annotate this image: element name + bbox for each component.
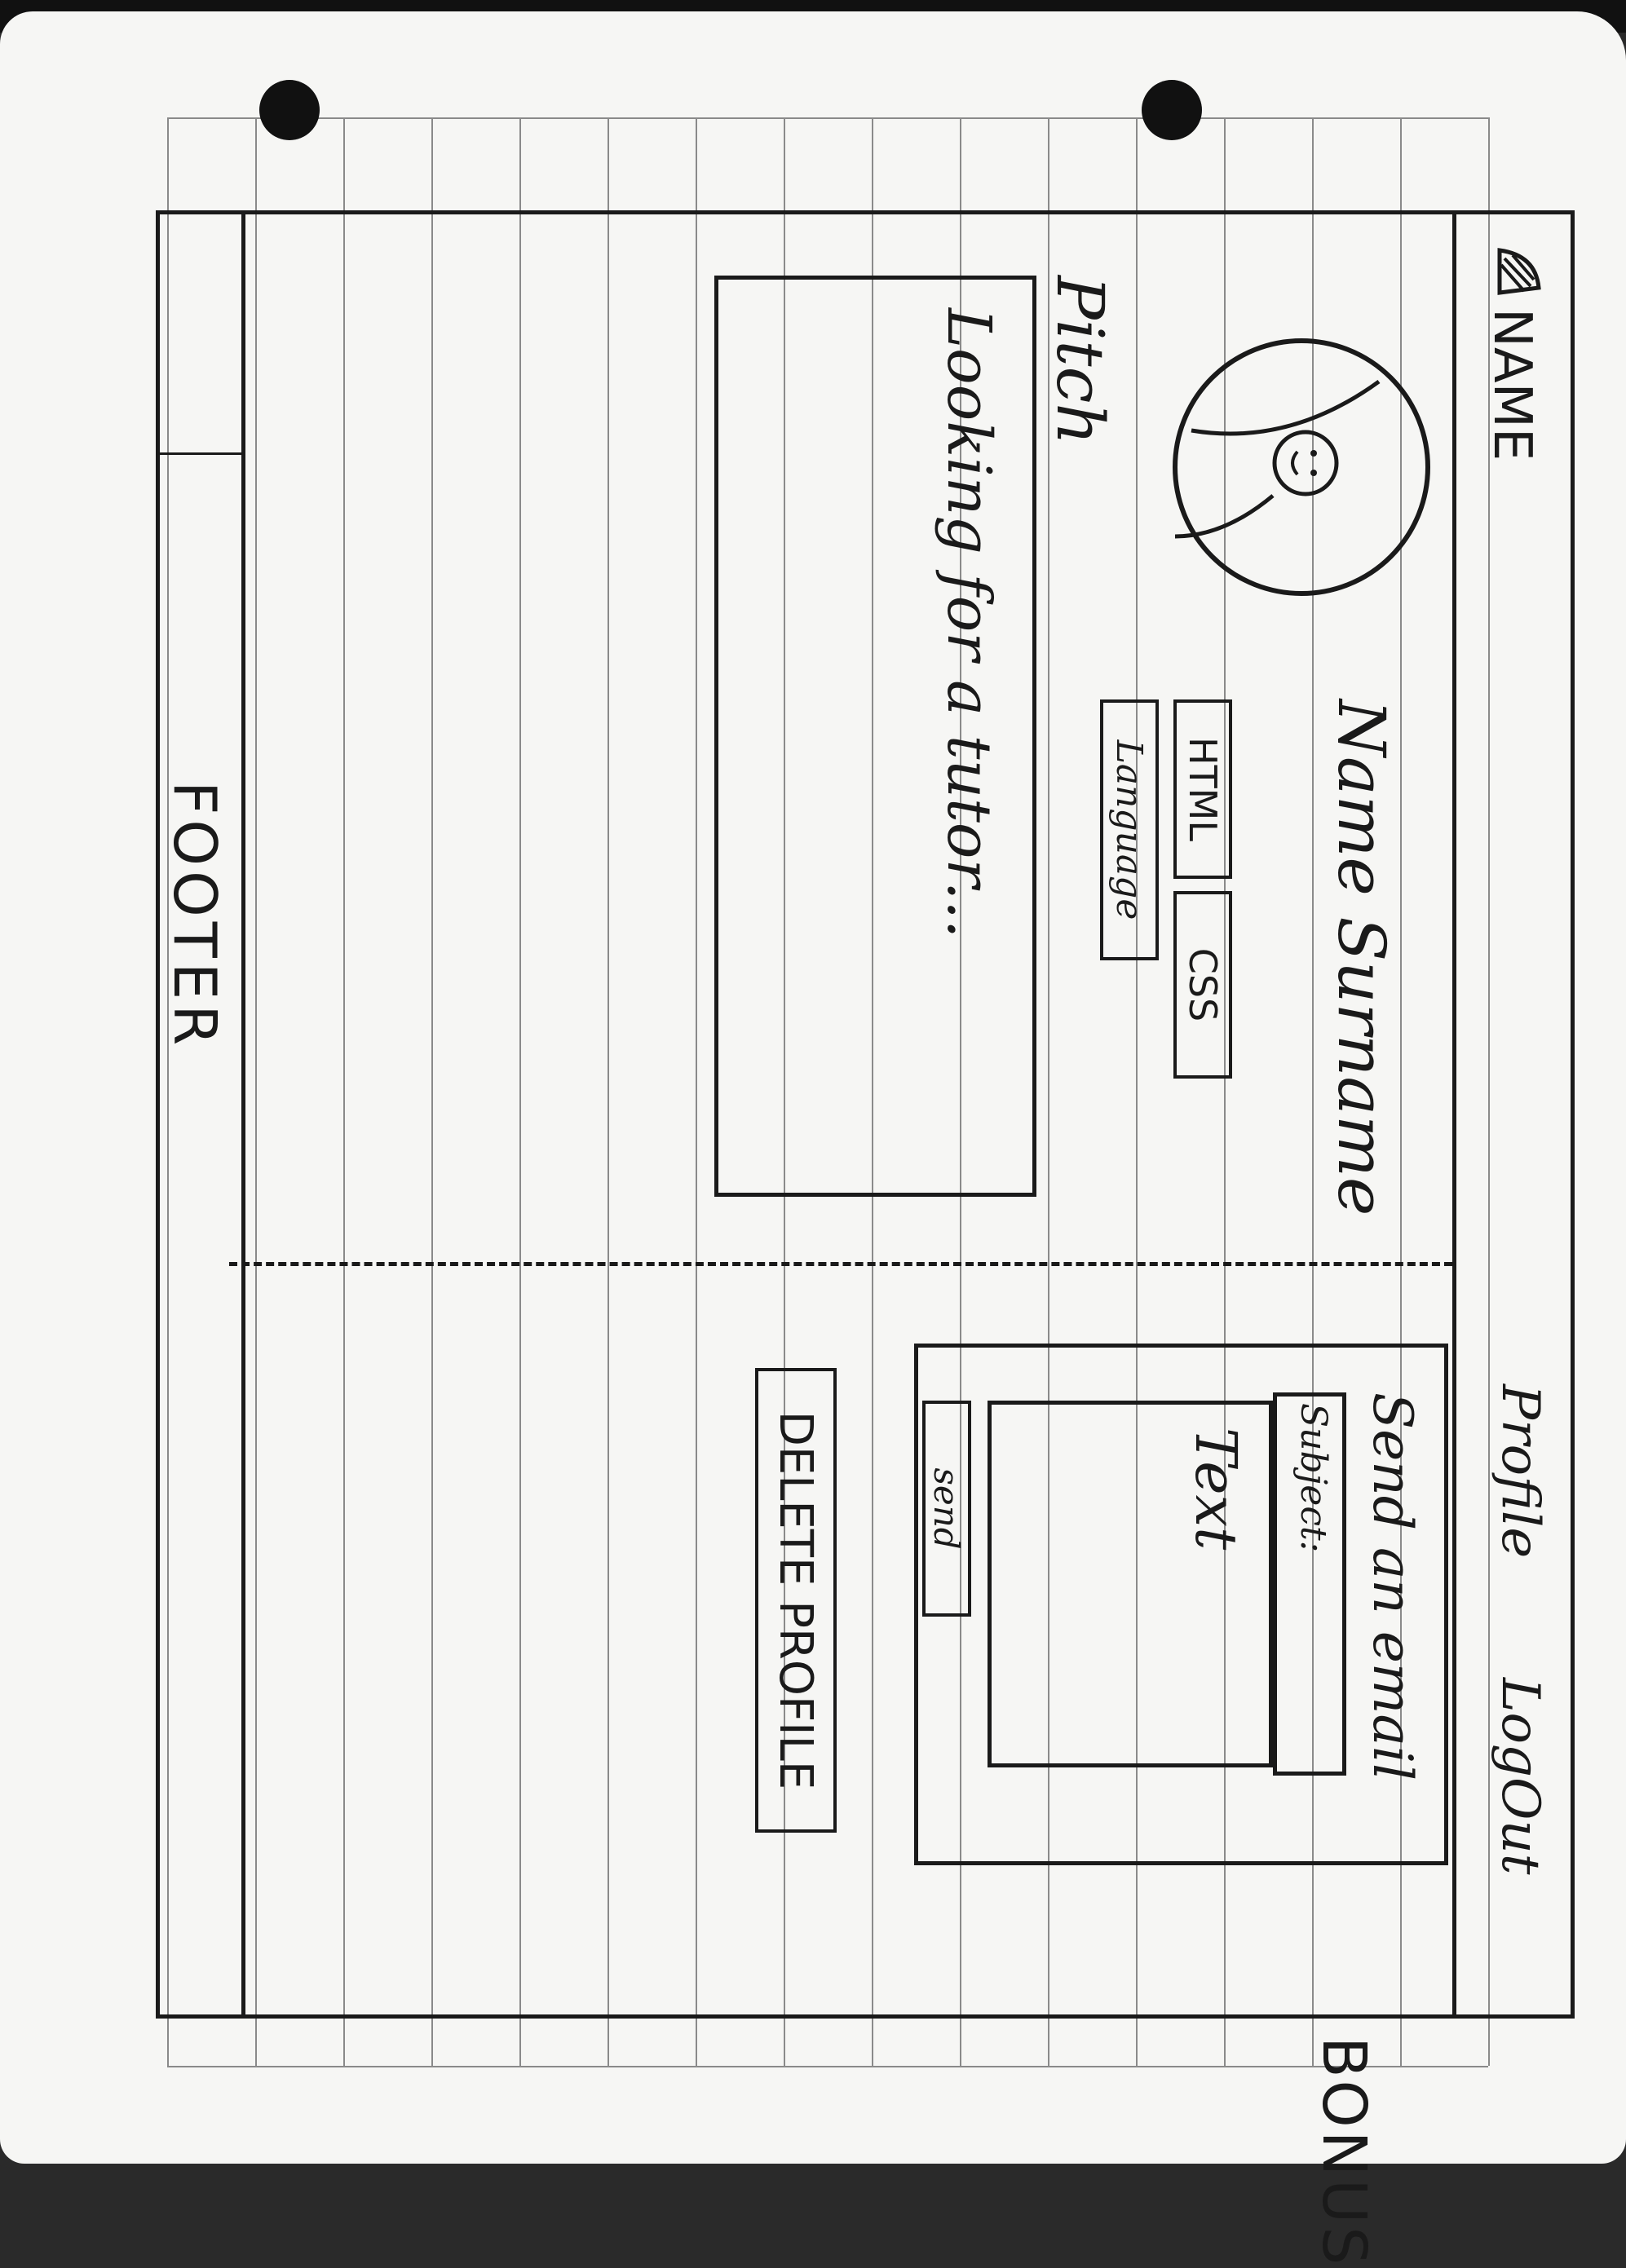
- bonus-label: BONUS: [1309, 2036, 1379, 2268]
- nav-logout-link[interactable]: LogOut: [1490, 1678, 1550, 1875]
- footer-divider: [241, 210, 245, 2019]
- email-panel-title: Send an email: [1361, 1392, 1424, 1781]
- binder-hole-top: [259, 80, 320, 140]
- pitch-label: Pitch: [1042, 276, 1118, 445]
- header-divider: [1452, 210, 1456, 2019]
- email-text-label: Text: [1182, 1427, 1249, 1551]
- logo-icon: [1496, 247, 1542, 296]
- header-logo-name[interactable]: NAME: [1482, 308, 1542, 461]
- page-title: MENTEE PROFILE (FOR ADMIN).: [1619, 414, 1626, 1598]
- nav-profile-link[interactable]: Profile: [1490, 1384, 1550, 1559]
- notebook-paper: [0, 11, 1626, 2164]
- skill-chip-css: CSS: [1173, 891, 1232, 1079]
- delete-profile-button[interactable]: DELETE PROFILE: [755, 1368, 837, 1833]
- pitch-text: Looking for a tutor...: [934, 308, 1004, 939]
- avatar: [1167, 333, 1436, 602]
- section-divider: [229, 1262, 1452, 1266]
- email-subject-label: Subject:: [1292, 1403, 1334, 1553]
- binder-hole-bottom: [1142, 80, 1202, 140]
- email-subject-field[interactable]: Subject:: [1273, 1392, 1346, 1776]
- footer-label: FOOTER: [161, 781, 229, 1051]
- wireframe-sketch: MENTEE PROFILE (FOR ADMIN). NAME Profile…: [156, 210, 1626, 2268]
- skill-chip-html: HTML: [1173, 699, 1232, 879]
- skill-chip-language: Language: [1100, 699, 1159, 960]
- mentee-full-name: Name Surname: [1323, 699, 1399, 1216]
- email-text-area[interactable]: Text: [988, 1401, 1273, 1767]
- footer-side-box: [156, 210, 245, 455]
- email-send-button[interactable]: send: [922, 1401, 971, 1617]
